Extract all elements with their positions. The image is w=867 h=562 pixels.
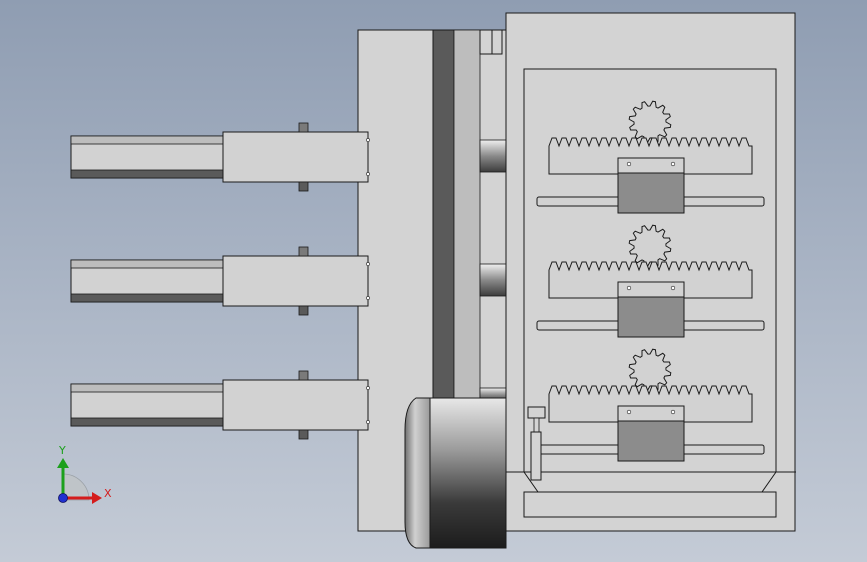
- slider-block[interactable]: [617, 172, 685, 214]
- arrow-right-icon: [92, 492, 102, 504]
- cylinder-barrel[interactable]: [222, 255, 369, 307]
- pinion-gear-icon[interactable]: [628, 348, 672, 392]
- rack-pinion-stage-3[interactable]: [536, 348, 765, 462]
- cylinder-port-top: [298, 122, 309, 133]
- screw-icon: [670, 161, 676, 167]
- cylinder-3[interactable]: [70, 370, 370, 440]
- cylinder-rod-top-edge: [70, 135, 224, 145]
- screw-icon: [366, 296, 370, 300]
- limit-switch-stem: [533, 417, 540, 433]
- screw-icon: [670, 409, 676, 415]
- cylinder-port-bottom: [298, 181, 309, 192]
- screw-icon: [626, 285, 632, 291]
- pinion-gear-icon[interactable]: [628, 224, 672, 268]
- screw-icon: [366, 172, 370, 176]
- rack-pinion-stage-2[interactable]: [536, 224, 765, 338]
- limit-switch-head[interactable]: [527, 406, 546, 419]
- cylinder-rod-bottom-edge: [70, 293, 224, 303]
- motor-end-cap[interactable]: [404, 397, 431, 549]
- motor-body[interactable]: [429, 397, 507, 549]
- screw-icon: [670, 285, 676, 291]
- cylinder-rod-bottom-edge: [70, 417, 224, 427]
- gear-rack[interactable]: [548, 385, 753, 423]
- screw-icon: [366, 138, 370, 142]
- roller-middle[interactable]: [479, 263, 507, 297]
- roller-top[interactable]: [479, 139, 507, 173]
- cylinder-barrel[interactable]: [222, 131, 369, 183]
- gear-rack[interactable]: [548, 137, 753, 175]
- rotation-arc-icon: [62, 473, 90, 501]
- cylinder-2[interactable]: [70, 246, 370, 316]
- pinion-gear-icon[interactable]: [628, 100, 672, 144]
- screw-icon: [366, 262, 370, 266]
- screw-icon: [366, 420, 370, 424]
- cylinder-rod-top-edge: [70, 383, 224, 393]
- cylinder-barrel[interactable]: [222, 379, 369, 431]
- rack-pinion-stage-1[interactable]: [536, 100, 765, 214]
- vertical-guide-bar[interactable]: [432, 29, 455, 431]
- limit-switch-arm: [530, 431, 542, 481]
- screw-icon: [366, 386, 370, 390]
- gear-rack[interactable]: [548, 261, 753, 299]
- cylinder-1[interactable]: [70, 122, 370, 192]
- top-block-left[interactable]: [479, 29, 493, 55]
- dot-icon: [58, 493, 68, 503]
- cylinder-port-top: [298, 370, 309, 381]
- x-axis-label: X: [104, 487, 112, 500]
- screw-icon: [626, 161, 632, 167]
- cylinder-port-bottom: [298, 305, 309, 316]
- vertical-guide-inner: [453, 29, 481, 401]
- arrow-up-icon: [57, 458, 69, 468]
- coordinate-triad: X Y: [57, 444, 112, 504]
- slider-block[interactable]: [617, 296, 685, 338]
- cylinder-port-bottom: [298, 429, 309, 440]
- top-block-right[interactable]: [491, 29, 503, 55]
- cylinder-port-top: [298, 246, 309, 257]
- y-axis-label: Y: [58, 444, 66, 457]
- cylinder-group: [70, 122, 370, 440]
- screw-icon: [626, 409, 632, 415]
- cylinder-rod-bottom-edge: [70, 169, 224, 179]
- rack-pinion-group: [536, 100, 765, 462]
- bottom-base-bar[interactable]: [523, 491, 777, 518]
- cylinder-rod-top-edge: [70, 259, 224, 269]
- slider-block[interactable]: [617, 420, 685, 462]
